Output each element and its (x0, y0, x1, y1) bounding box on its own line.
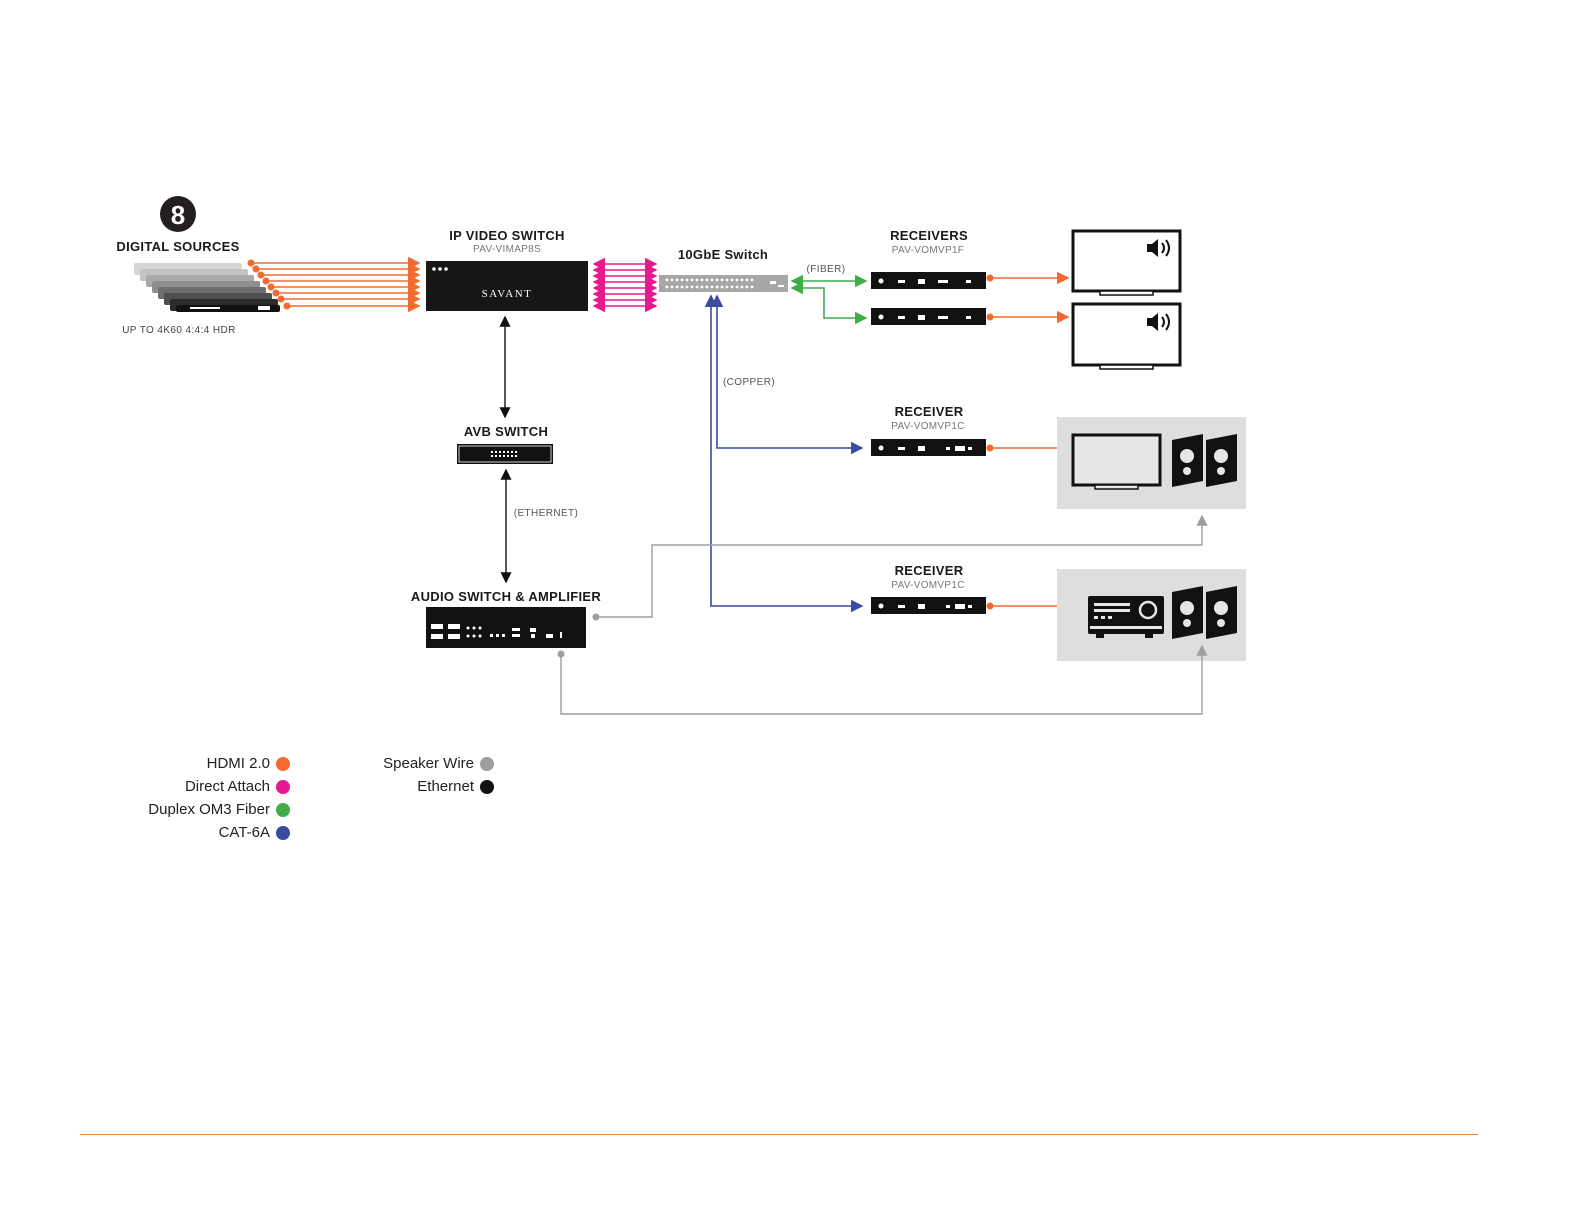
loudspeaker-icon (1206, 434, 1237, 487)
ip-video-switch-title: IP VIDEO SWITCH (449, 228, 565, 243)
legend-swatch-cat6a (276, 826, 290, 840)
legend-label: Duplex OM3 Fiber (148, 801, 270, 818)
legend-label: HDMI 2.0 (207, 755, 270, 772)
legend-item-cat6a: CAT-6A (100, 821, 290, 844)
receiver-copper-2-title: RECEIVER (895, 563, 964, 578)
network-switch-device (659, 275, 788, 292)
receiver-copper-1-device (871, 439, 986, 456)
legend-swatch-hdmi (276, 757, 290, 771)
receiver-fiber-1 (871, 272, 986, 289)
tv-icon (1073, 435, 1160, 489)
legend-item-ethernet: Ethernet (330, 775, 494, 798)
legend-left: HDMI 2.0 Direct Attach Duplex OM3 Fiber … (100, 752, 290, 844)
legend-label: Speaker Wire (383, 755, 474, 772)
receiver-copper-1-title: RECEIVER (895, 404, 964, 419)
fiber-lines (792, 281, 866, 318)
legend-swatch-direct-attach (276, 780, 290, 794)
receivers-fiber-title: RECEIVERS (890, 228, 968, 243)
ethernet-note: (ETHERNET) (514, 508, 579, 519)
ip-video-switch-device (426, 261, 588, 311)
avb-switch-device (457, 444, 553, 464)
fiber-note: (FIBER) (807, 264, 846, 275)
loudspeaker-icon (1172, 434, 1203, 487)
legend-label: Direct Attach (185, 778, 270, 795)
tv-icon (1073, 231, 1180, 295)
footer-rule (80, 1134, 1478, 1135)
ip-video-switch-brand: SAVANT (482, 288, 533, 300)
legend-label: CAT-6A (219, 824, 270, 841)
network-switch-title: 10GbE Switch (678, 247, 768, 262)
legend-right: Speaker Wire Ethernet (330, 752, 494, 798)
legend-item-direct-attach: Direct Attach (100, 775, 290, 798)
av-receiver-icon (1088, 596, 1164, 638)
hdmi-output-dots (987, 275, 994, 610)
ip-video-switch-model: PAV-VIMAP8S (473, 244, 541, 255)
audio-switch-amplifier-device (426, 607, 586, 648)
legend-item-speaker-wire: Speaker Wire (330, 752, 494, 775)
tv-icon (1073, 304, 1180, 369)
cat6a-lines (711, 296, 862, 606)
legend-swatch-fiber (276, 803, 290, 817)
direct-attach-lines (594, 264, 656, 306)
receiver-fiber-2 (871, 308, 986, 325)
legend-label: Ethernet (417, 778, 474, 795)
receiver-copper-2-device (871, 597, 986, 614)
receiver-copper-1-model: PAV-VOMVP1C (891, 421, 965, 432)
loudspeaker-icon (1206, 586, 1237, 639)
sources-caption: UP TO 4K60 4:4:4 HDR (122, 325, 236, 336)
legend-item-hdmi: HDMI 2.0 (100, 752, 290, 775)
avb-switch-title: AVB SWITCH (464, 424, 548, 439)
loudspeaker-icon (1172, 586, 1203, 639)
legend-item-fiber: Duplex OM3 Fiber (100, 798, 290, 821)
source-count: 8 (171, 200, 185, 230)
audio-switch-title: AUDIO SWITCH & AMPLIFIER (411, 589, 601, 604)
legend-swatch-speaker-wire (480, 757, 494, 771)
legend-swatch-ethernet (480, 780, 494, 794)
receiver-copper-2-model: PAV-VOMVP1C (891, 580, 965, 591)
copper-note: (COPPER) (723, 377, 775, 388)
sources-title: DIGITAL SOURCES (116, 239, 239, 254)
receivers-fiber-model: PAV-VOMVP1F (892, 245, 964, 256)
